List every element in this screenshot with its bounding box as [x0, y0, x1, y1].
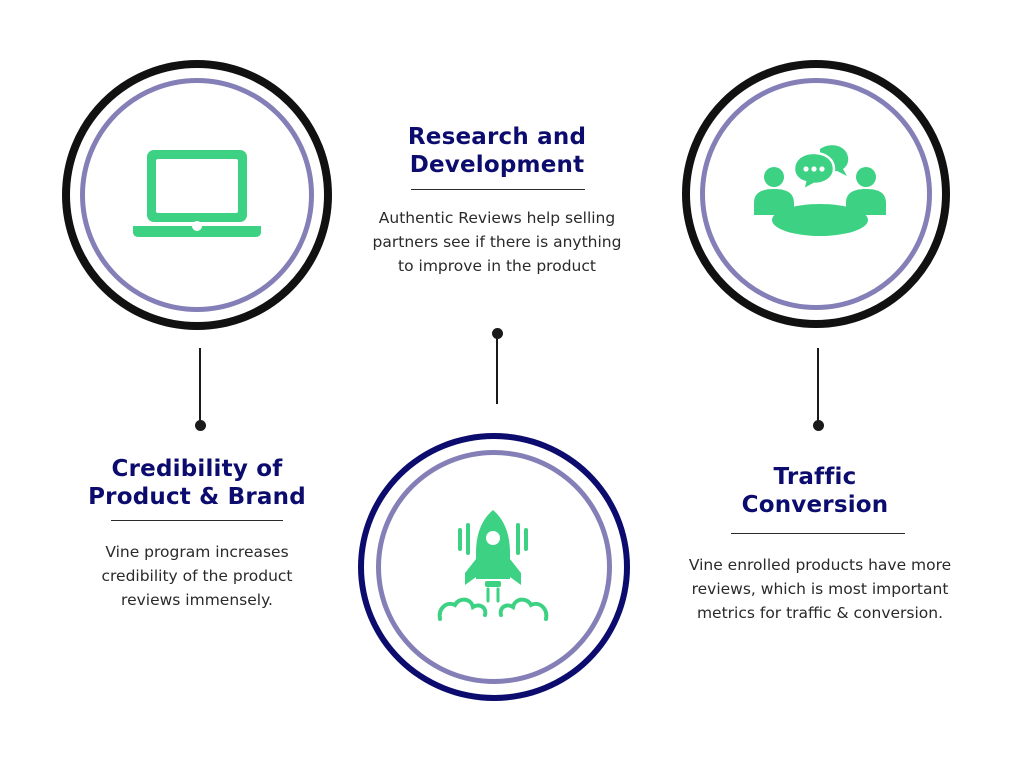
credibility-connector-dot [195, 420, 206, 431]
traffic-connector-dot [813, 420, 824, 431]
research-outer-ring [358, 433, 630, 701]
traffic-outer-ring [682, 60, 950, 328]
research-inner-ring [376, 450, 612, 684]
credibility-outer-ring [62, 60, 332, 330]
credibility-inner-ring [80, 78, 314, 312]
research-description: Authentic Reviews help selling partners … [372, 209, 622, 275]
credibility-connector-line [199, 348, 201, 424]
credibility-divider [111, 520, 283, 521]
traffic-heading: Traffic Conversion [741, 464, 889, 518]
traffic-divider [731, 533, 905, 534]
traffic-description: Vine enrolled products have more reviews… [688, 556, 952, 622]
credibility-description: Vine program increases credibility of th… [101, 543, 293, 609]
traffic-connector-line [817, 348, 819, 424]
rocket-launch-icon [433, 505, 553, 625]
research-heading: Research and Development [407, 124, 587, 178]
meeting-chat-icon [750, 143, 890, 239]
traffic-inner-ring [700, 78, 932, 310]
research-connector-line [496, 332, 498, 404]
laptop-icon [131, 146, 263, 242]
credibility-heading: Credibility of Product & Brand [88, 456, 306, 510]
research-divider [411, 189, 585, 190]
